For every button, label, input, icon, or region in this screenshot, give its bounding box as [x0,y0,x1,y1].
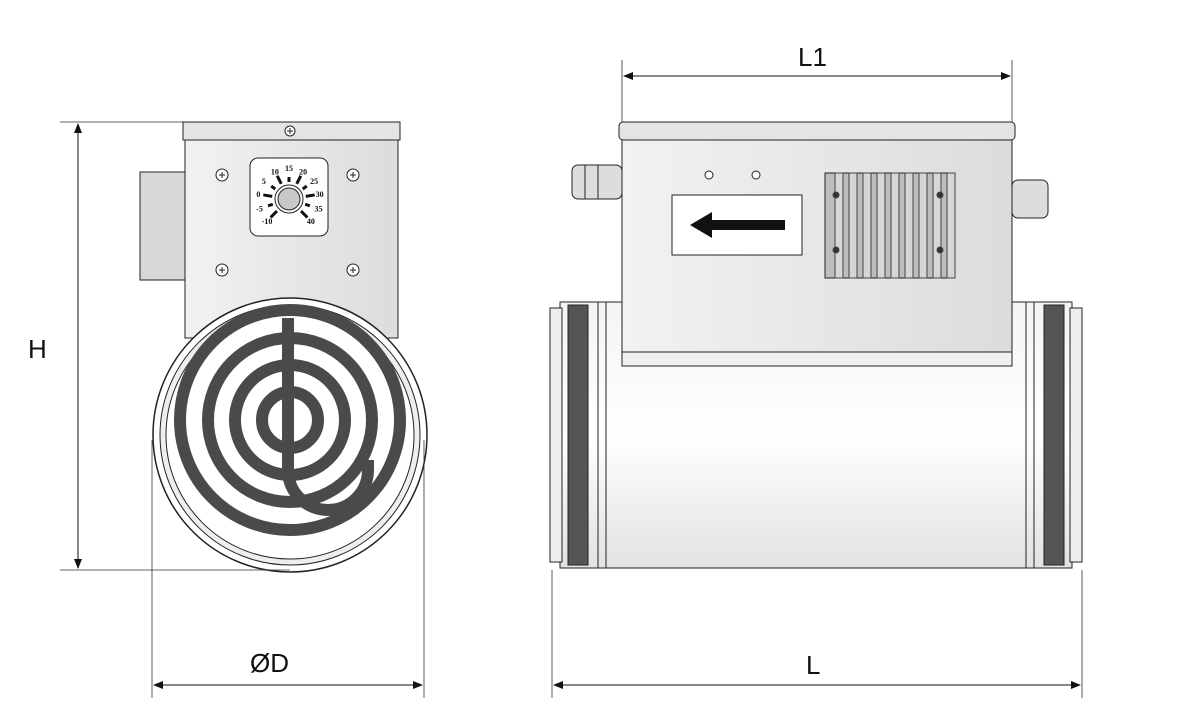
grille-fin [834,172,844,279]
cooling-grille [824,172,951,279]
seal-right [1043,304,1065,566]
dial-label: 15 [285,164,293,173]
grille-fin [862,172,872,279]
dimension-l1-label: L1 [798,42,827,72]
screw-icon [215,263,229,277]
dial-label: 10 [271,167,279,176]
heating-coil [174,304,406,536]
grille-fin [918,172,928,279]
screw-icon [284,125,296,137]
screw-icon [832,191,840,199]
grille-fin [946,172,956,279]
dimension-h-label: H [28,334,47,364]
dial-label: 35 [314,205,322,214]
dial-knob[interactable] [277,187,301,211]
indicator-light [751,170,761,180]
indicator-light [704,170,714,180]
screw-icon [832,246,840,254]
knob[interactable] [1011,179,1049,219]
grille-fin [904,172,914,279]
cable-gland [571,164,623,200]
dial-tick [304,202,311,208]
dial-tick [299,209,309,219]
screw-icon [215,168,229,182]
dial-tick [295,175,303,185]
dial-label: 40 [307,217,315,226]
dimension-d-label: ØD [250,648,289,678]
screw-icon [346,168,360,182]
dial-label: -10 [262,217,273,226]
dimension-l-label: L [806,650,820,680]
dial-label: 5 [262,177,266,186]
dial-tick [305,193,315,198]
grille-fin [890,172,900,279]
dial-label: 25 [310,177,318,186]
seal-left [567,304,589,566]
screw-icon [346,263,360,277]
dial-label: 0 [256,190,260,199]
dial-tick [269,209,279,219]
dial-tick [275,175,283,185]
airflow-arrow-icon [690,212,785,238]
side-bracket [139,171,186,281]
dial-label: -5 [256,205,263,214]
dial-tick [301,184,308,191]
screw-icon [936,191,944,199]
grille-fin [876,172,886,279]
dial-tick [270,184,277,191]
grille-fin [848,172,858,279]
side-view: L1 L [549,42,1083,698]
screw-icon [936,246,944,254]
dial-label: 20 [299,167,307,176]
dial-tick [267,202,274,208]
box-lid-side [618,121,1016,141]
dial-tick [263,193,273,198]
grille-fin [932,172,942,279]
dial-label: 30 [316,190,324,199]
